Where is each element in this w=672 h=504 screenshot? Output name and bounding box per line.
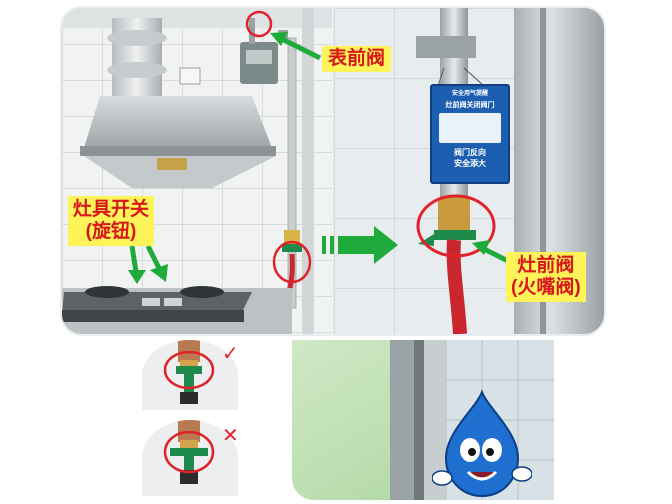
valve-open-illustration bbox=[142, 340, 238, 410]
stove-switch-label-line1: 灶具开关 bbox=[73, 199, 150, 220]
water-drop-mascot bbox=[432, 389, 532, 498]
sign-illustration bbox=[439, 113, 501, 143]
valve-open-drawing bbox=[163, 340, 215, 404]
sign-title: 安全用气提醒 bbox=[451, 91, 488, 97]
sign-line-1: 灶前阀关闭阀门 bbox=[445, 102, 495, 109]
checkmark-icon: ✓ bbox=[222, 343, 239, 365]
sign-line-2: 阀门反向 bbox=[454, 148, 486, 157]
cross-icon: ✕ bbox=[222, 425, 239, 447]
kitchen-photo bbox=[62, 8, 332, 334]
meter-valve-label: 表前阀 bbox=[322, 46, 392, 72]
stove-switch-label: 灶具开关 (旋钮) bbox=[68, 196, 155, 246]
warning-sign: 安全用气提醒 灶前阀关闭阀门 阀门反向 安全添大 bbox=[430, 84, 510, 184]
valve-closed-drawing bbox=[163, 420, 215, 484]
window-illustration bbox=[292, 340, 554, 500]
stove-valve-label: 灶前阀 (火嘴阀) bbox=[506, 252, 586, 302]
kitchen-scene bbox=[62, 8, 332, 334]
stove-switch-label-line2: (旋钮) bbox=[85, 221, 137, 242]
stove-valve-label-line1: 灶前阀 bbox=[517, 255, 575, 276]
sign-line-3: 安全添大 bbox=[454, 159, 486, 168]
stove-valve-label-line2: (火嘴阀) bbox=[511, 277, 581, 298]
valve-closed-illustration bbox=[142, 420, 238, 496]
